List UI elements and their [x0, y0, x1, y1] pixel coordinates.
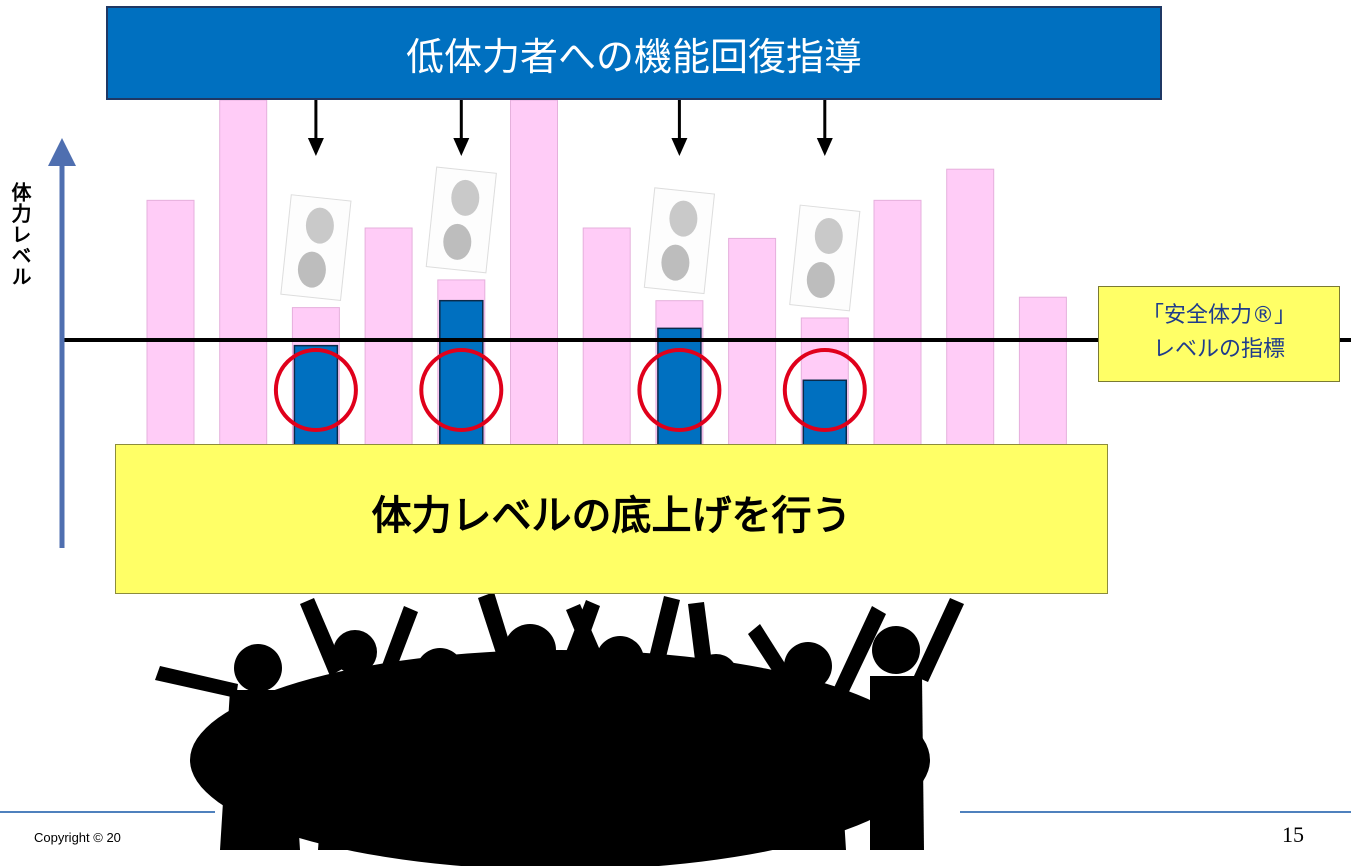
pink-bar-11: [873, 199, 922, 447]
hands-images: [280, 166, 861, 312]
y-axis-arrow: [48, 138, 76, 548]
highlight-circle-5: [419, 348, 504, 432]
down-arrow-10: [816, 100, 833, 156]
highlight-circle-8: [637, 348, 722, 432]
pink-bar-6: [510, 99, 558, 447]
helping-hands-icon-8: [643, 187, 716, 295]
helping-hands-icon-10: [789, 204, 861, 312]
pink-bar-2: [219, 99, 268, 447]
pink-bar-1: [146, 199, 195, 447]
down-arrow-3: [307, 100, 324, 156]
safety-label-line1: 「安全体力®」: [1141, 303, 1296, 328]
pink-bar-7: [582, 227, 631, 447]
pink-bar-13: [1018, 296, 1067, 447]
copyright-text: Copyright © 20: [34, 830, 121, 845]
pink-bar-12: [946, 168, 995, 447]
blue-bar-5: [439, 299, 484, 447]
pink-bar-9: [728, 237, 777, 447]
bottom-message-box: 体力レベルの底上げを行う: [115, 444, 1108, 594]
blue-bar-10: [802, 379, 848, 447]
y-axis-label: 体力レベル: [8, 182, 32, 287]
page-number: 15: [1282, 822, 1304, 847]
down-arrows: [307, 100, 833, 156]
safety-level-label: 「安全体力®」 レベルの指標: [1098, 286, 1340, 382]
down-arrow-8: [671, 100, 688, 156]
down-arrow-5: [453, 100, 470, 156]
crowd-silhouette-icon: [155, 592, 964, 866]
highlight-circle-3: [273, 348, 358, 432]
helping-hands-icon-5: [425, 166, 497, 274]
highlight-circle-10: [782, 348, 867, 432]
title-text: 低体力者への機能回復指導: [405, 34, 862, 79]
highlight-circles: [273, 348, 867, 432]
safety-label-line2: レベルの指標: [1152, 337, 1285, 362]
pink-bar-4: [364, 227, 413, 447]
helping-hands-icon-3: [280, 194, 352, 302]
title-banner: 低体力者への機能回復指導: [106, 6, 1162, 100]
bottom-message: 体力レベルの底上げを行う: [371, 493, 852, 539]
